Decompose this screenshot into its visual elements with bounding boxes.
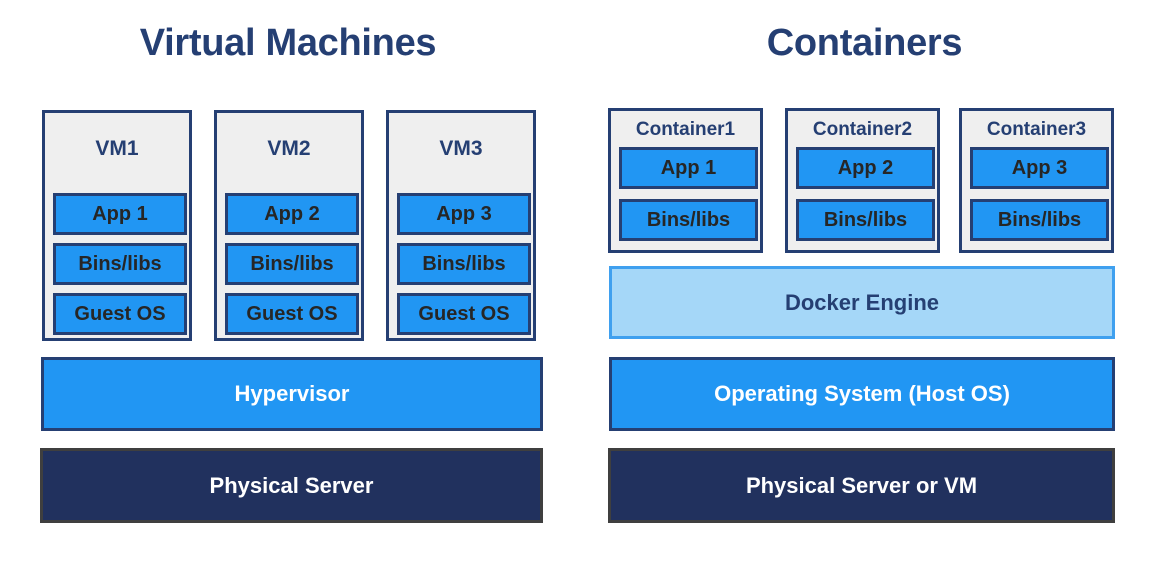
container-unit-2: Container2 App 2 Bins/libs xyxy=(785,108,940,253)
vm-unit-1-label: VM1 xyxy=(95,137,139,160)
container-unit-3-layer-binslibs: Bins/libs xyxy=(970,199,1109,241)
container-unit-2-layer-binslibs: Bins/libs xyxy=(796,199,935,241)
vm-unit-1-layer-binslibs: Bins/libs xyxy=(53,243,187,285)
vm-unit-1: VM1 App 1 Bins/libs Guest OS xyxy=(42,110,192,341)
container-unit-1-layer-app: App 1 xyxy=(619,147,758,189)
vm-unit-3-layer-guest-os: Guest OS xyxy=(397,293,531,335)
vm-unit-3-layer-app: App 3 xyxy=(397,193,531,235)
host-os-bar: Operating System (Host OS) xyxy=(609,357,1115,431)
page-title-containers: Containers xyxy=(766,22,963,64)
vm-unit-2-label: VM2 xyxy=(267,137,311,160)
vm-unit-2-layer-binslibs: Bins/libs xyxy=(225,243,359,285)
physical-server-or-vm-bar: Physical Server or VM xyxy=(608,448,1115,523)
hypervisor-bar: Hypervisor xyxy=(41,357,543,431)
vm-unit-1-layer-app: App 1 xyxy=(53,193,187,235)
vm-unit-3: VM3 App 3 Bins/libs Guest OS xyxy=(386,110,536,341)
container-unit-2-layer-app: App 2 xyxy=(796,147,935,189)
page-title-virtual-machines: Virtual Machines xyxy=(139,22,437,64)
vm-unit-1-layer-guest-os: Guest OS xyxy=(53,293,187,335)
container-unit-3-layer-app: App 3 xyxy=(970,147,1109,189)
container-unit-1-layer-binslibs: Bins/libs xyxy=(619,199,758,241)
container-unit-2-label: Container2 xyxy=(812,119,913,140)
container-unit-1-label: Container1 xyxy=(635,119,736,140)
vm-unit-3-label: VM3 xyxy=(439,137,483,160)
docker-engine-bar: Docker Engine xyxy=(609,266,1115,339)
vm-unit-2-layer-guest-os: Guest OS xyxy=(225,293,359,335)
container-unit-1: Container1 App 1 Bins/libs xyxy=(608,108,763,253)
vm-unit-2-layer-app: App 2 xyxy=(225,193,359,235)
vm-unit-3-layer-binslibs: Bins/libs xyxy=(397,243,531,285)
physical-server-bar: Physical Server xyxy=(40,448,543,523)
container-unit-3-label: Container3 xyxy=(986,119,1087,140)
container-unit-3: Container3 App 3 Bins/libs xyxy=(959,108,1114,253)
vm-unit-2: VM2 App 2 Bins/libs Guest OS xyxy=(214,110,364,341)
